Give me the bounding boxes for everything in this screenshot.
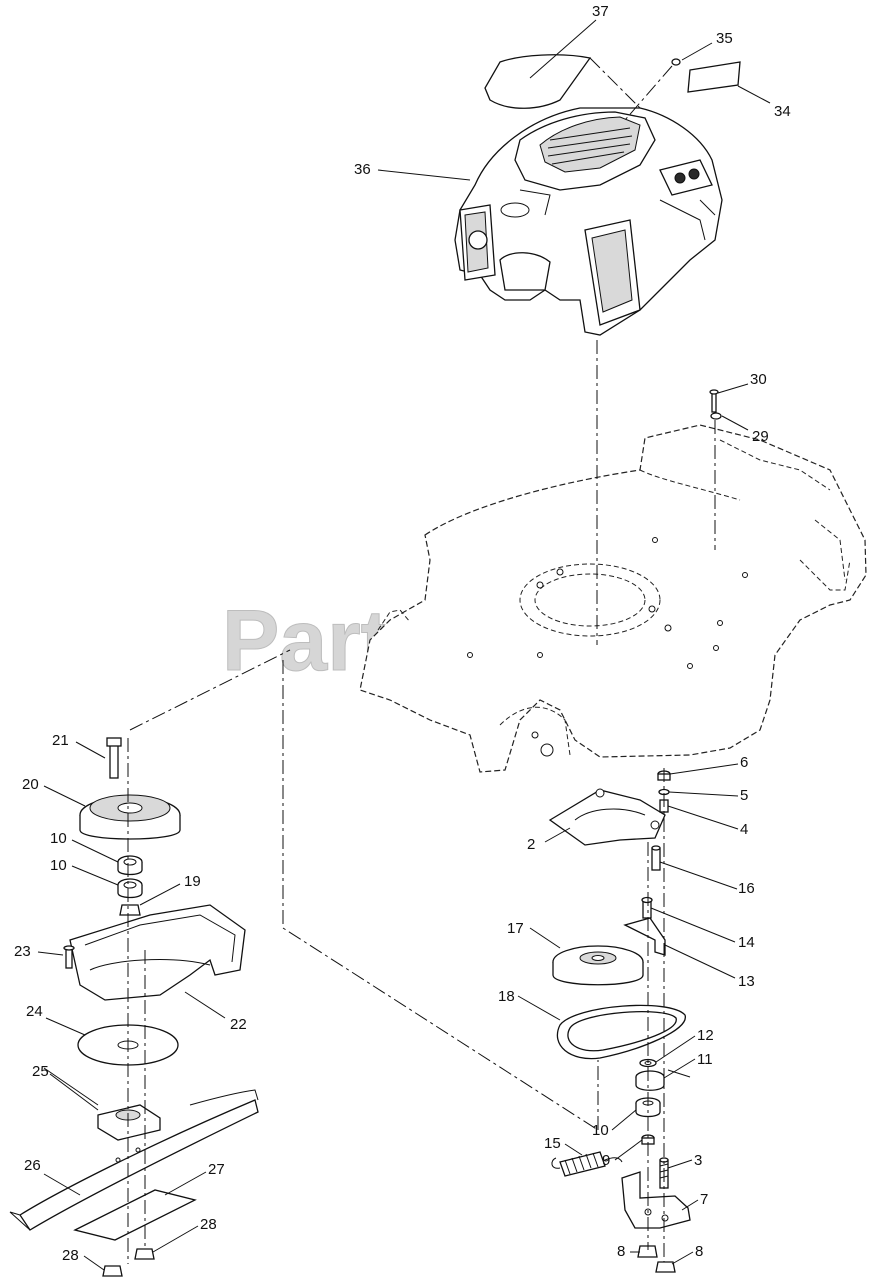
nut-part: [134, 1248, 155, 1260]
bolt-part: [106, 737, 122, 779]
mower-deck: [359, 424, 867, 773]
callout-25: 25: [32, 1063, 49, 1080]
callout-8: 8: [617, 1243, 625, 1260]
screw-part: [63, 945, 75, 969]
connection-line: [129, 649, 599, 1131]
pulley-part: [79, 794, 181, 840]
callout-36: 36: [354, 161, 371, 178]
bearing-stack-part: [635, 1058, 665, 1145]
mount-bracket-part: [621, 1171, 691, 1229]
callout-7: 7: [700, 1191, 708, 1208]
plate-part: [687, 61, 741, 93]
callout-28: 28: [62, 1247, 79, 1264]
callout-6: 6: [740, 754, 748, 771]
bar-part: [73, 1189, 197, 1241]
callout-28: 28: [200, 1216, 217, 1233]
callout-3: 3: [694, 1152, 702, 1169]
callout-19: 19: [184, 873, 201, 890]
bearing-part: [117, 855, 143, 899]
leader-lines: [37, 19, 771, 1271]
callout-30: 30: [750, 371, 767, 388]
callout-12: 12: [697, 1027, 714, 1044]
callout-17: 17: [507, 920, 524, 937]
nut-part: [102, 1265, 123, 1277]
bracket-part: [623, 917, 666, 956]
spacer-part: [641, 896, 653, 919]
nut-part: [119, 904, 141, 916]
spring-part: [551, 1151, 623, 1177]
callout-10: 10: [592, 1122, 609, 1139]
callout-27: 27: [208, 1161, 225, 1178]
blade-part: [9, 1089, 259, 1231]
callout-5: 5: [740, 787, 748, 804]
belt-part: [556, 1004, 686, 1060]
callout-18: 18: [498, 988, 515, 1005]
cable-centerline: [589, 57, 673, 121]
engine: [454, 107, 723, 336]
callout-4: 4: [740, 821, 748, 838]
callout-2: 2: [527, 836, 535, 853]
callout-26: 26: [24, 1157, 41, 1174]
callout-22: 22: [230, 1016, 247, 1033]
callout-9: 9: [602, 1152, 610, 1169]
callout-29: 29: [752, 428, 769, 445]
pulley-part: [552, 945, 644, 986]
screw-clip-parts: [709, 389, 722, 550]
callout-34: 34: [774, 103, 791, 120]
callout-13: 13: [738, 973, 755, 990]
callout-35: 35: [716, 30, 733, 47]
callout-20: 20: [22, 776, 39, 793]
housing-part: [69, 904, 246, 1001]
callout-8: 8: [695, 1243, 703, 1260]
callout-14: 14: [738, 934, 755, 951]
callout-21: 21: [52, 732, 69, 749]
adapter-part: [97, 1104, 161, 1141]
idler-arm-part: [548, 788, 666, 846]
nut-part: [655, 1261, 676, 1273]
callout-labels: 37 35 34 36 30 29 21 20 10 10 19 23 22 2…: [14, 3, 791, 1264]
callout-11: 11: [697, 1051, 713, 1068]
callout-16: 16: [738, 880, 755, 897]
callout-23: 23: [14, 943, 31, 960]
pin-part: [671, 58, 681, 66]
callout-10: 10: [50, 857, 67, 874]
callout-24: 24: [26, 1003, 43, 1020]
callout-37: 37: [592, 3, 609, 20]
decal-part: [484, 54, 592, 109]
spacer-part: [651, 845, 661, 871]
callout-10: 10: [50, 830, 67, 847]
callout-15: 15: [544, 1135, 561, 1152]
nut-part: [637, 1245, 658, 1258]
